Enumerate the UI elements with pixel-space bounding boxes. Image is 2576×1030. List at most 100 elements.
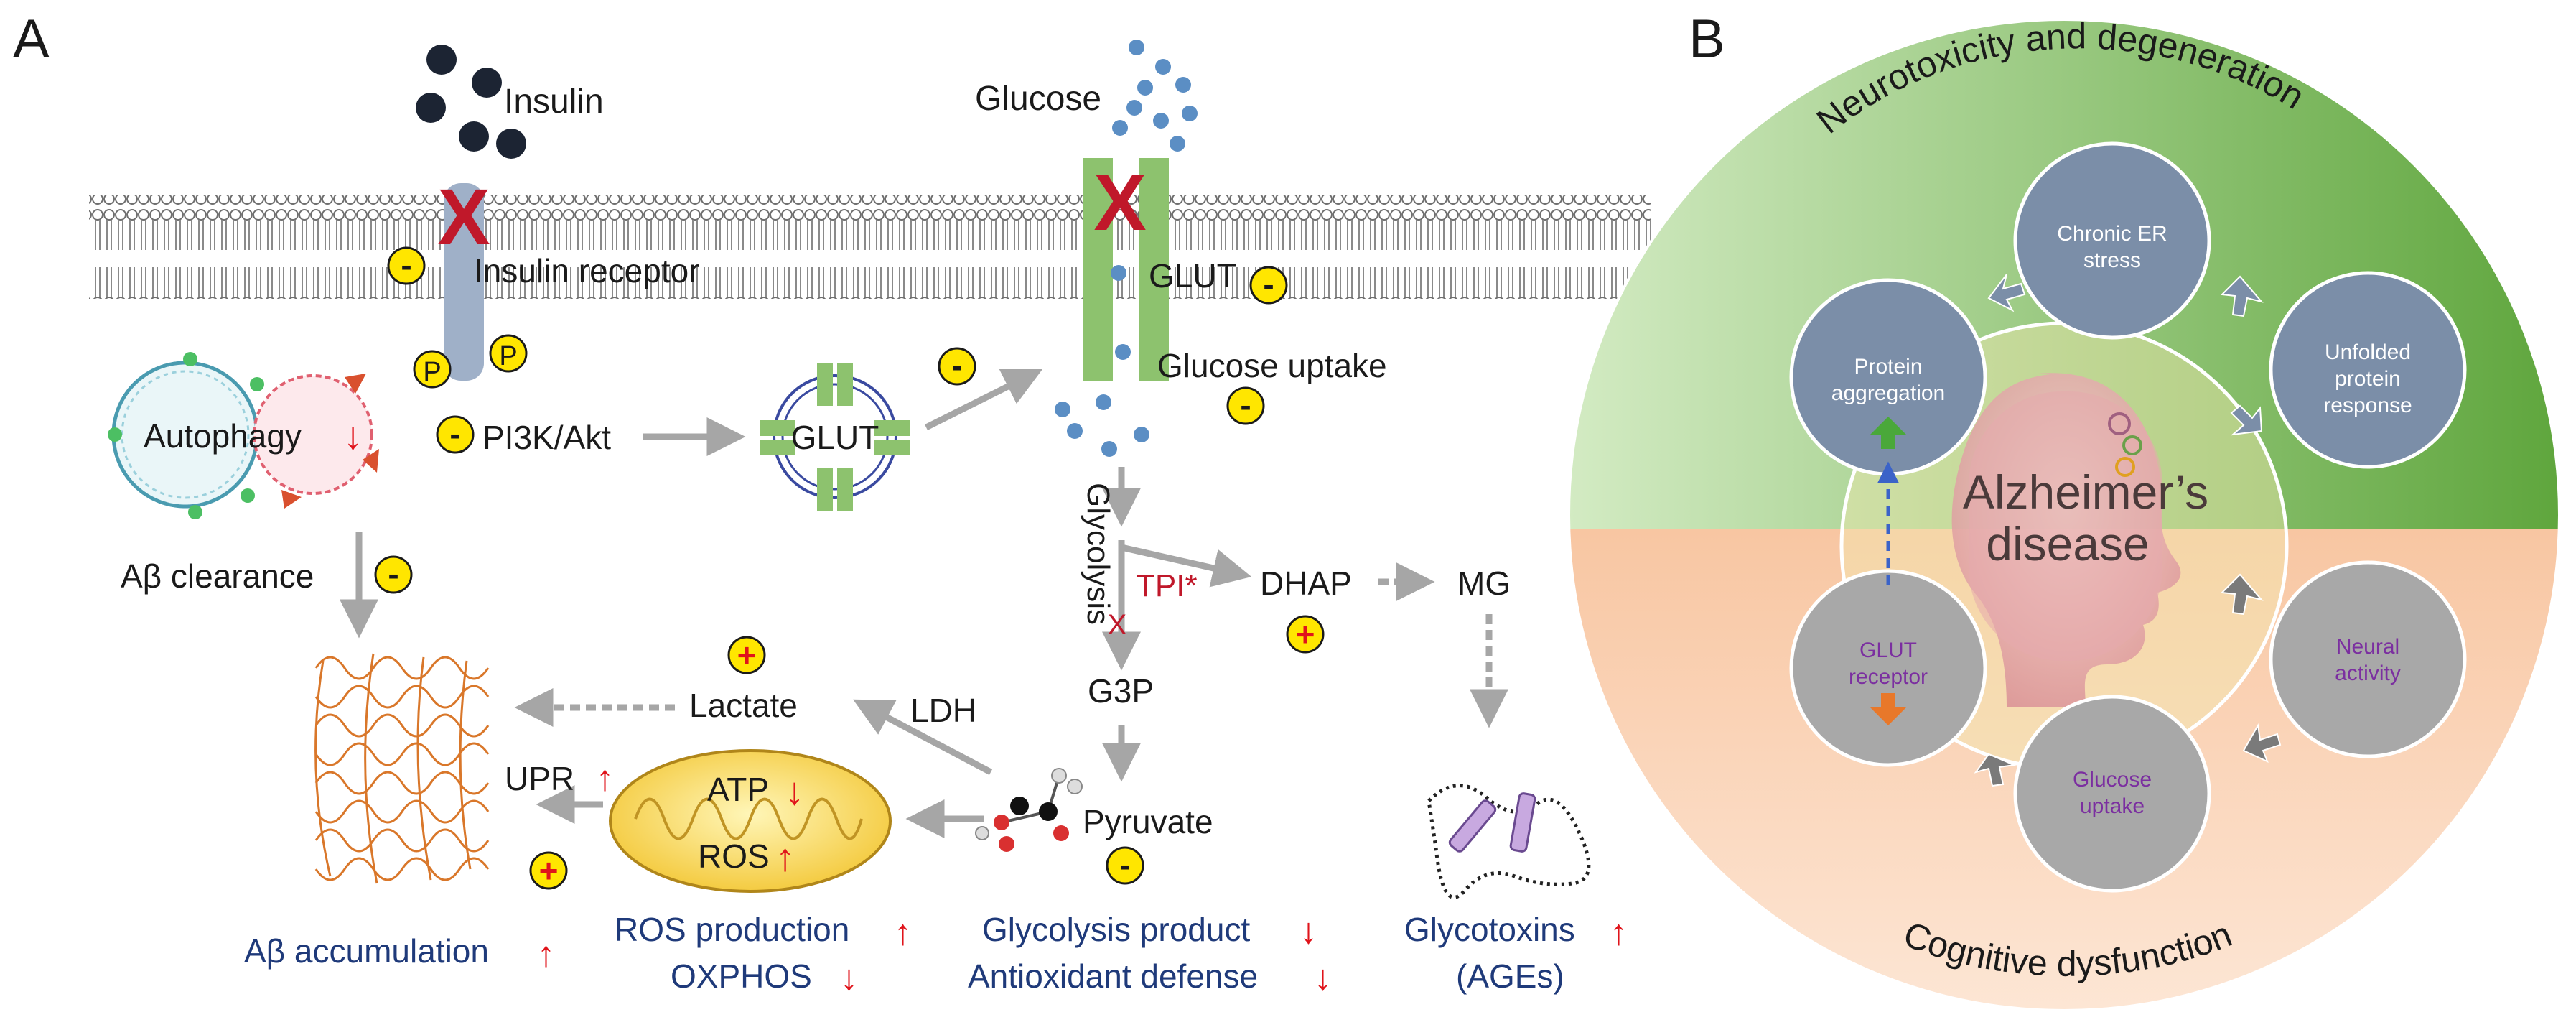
phosphate-badge: P: [489, 334, 528, 373]
svg-text:-: -: [1119, 846, 1130, 883]
tpi-label: TPI*: [1136, 568, 1198, 603]
svg-text:Neural: Neural: [2336, 635, 2399, 659]
caption-glycolysis-product: Glycolysis product: [982, 911, 1250, 948]
glucose-molecules: [1112, 40, 1198, 152]
svg-text:+: +: [539, 852, 559, 889]
atp-label: ATP: [707, 771, 769, 808]
atp-decrease-arrow: ↓: [785, 770, 804, 813]
inhibition-badge: -: [374, 555, 413, 594]
orange-down-arrow-icon: [1870, 693, 1906, 725]
lactate-label: Lactate: [689, 687, 798, 724]
cycle-arrows: [1974, 274, 2282, 787]
inhibition-badge: -: [387, 246, 426, 285]
autophagy-decrease-arrow: ↓: [343, 414, 363, 458]
panel-b-label: B: [1689, 9, 1725, 70]
svg-text:+: +: [737, 636, 757, 674]
pyruvate-label: Pyruvate: [1083, 803, 1213, 840]
ros-label: ROS: [698, 838, 770, 875]
dhap-label: DHAP: [1260, 565, 1352, 602]
caption-antioxidant-defense: Antioxidant defense: [968, 957, 1258, 995]
caption-ros-production: ROS production: [615, 911, 849, 948]
svg-text:+: +: [1296, 616, 1315, 653]
g3p-block-mark: X: [1108, 609, 1127, 641]
insulin-label: Insulin: [504, 83, 604, 121]
inhibition-badge: -: [436, 415, 475, 454]
node-chronic-er-stress: Chronic ER stress: [2013, 141, 2211, 340]
lysosome-markers: [281, 374, 379, 509]
glucose-label: Glucose: [975, 80, 1101, 118]
inhibition-badge: -: [938, 347, 976, 386]
glycolysis-label: Glycolysis: [1081, 483, 1116, 625]
center-title-line2: disease: [1986, 517, 2150, 570]
phosphate-badge: P: [413, 350, 452, 389]
caption-abeta-accumulation: Aβ accumulation: [244, 932, 489, 970]
insulin-receptor: [444, 183, 484, 381]
lysosome: [253, 374, 373, 495]
svg-text:Glucose: Glucose: [2073, 768, 2152, 792]
arrow-pyruvate-to-lactate: [853, 699, 993, 775]
caption-ages: (AGEs): [1456, 957, 1564, 995]
ages-icon: [1427, 784, 1591, 899]
svg-text:P: P: [423, 357, 441, 387]
node-neural-activity: Neural activity: [2269, 560, 2467, 758]
inhibition-badge: -: [1226, 386, 1265, 425]
svg-text:-: -: [401, 246, 411, 284]
node-protein-aggregation: Protein aggregation: [1789, 278, 1987, 476]
node-unfolded-protein-response: Unfolded protein response: [2269, 271, 2467, 469]
svg-text:response: response: [2323, 394, 2412, 417]
caption-glycotoxins: Glycotoxins: [1404, 911, 1575, 948]
svg-text:Protein: Protein: [1854, 355, 1922, 379]
caption-oxphos-decrease: ↓: [840, 957, 858, 998]
g3p-label: G3P: [1088, 672, 1154, 710]
caption-glycotoxins-increase: ↑: [1610, 912, 1628, 952]
svg-text:P: P: [499, 341, 517, 371]
svg-text:Unfolded: Unfolded: [2325, 340, 2411, 364]
autophagy-label: Autophagy: [144, 417, 302, 455]
mg-label: MG: [1457, 565, 1511, 602]
insulin-receptor-block-mark: X: [437, 173, 490, 261]
svg-text:-: -: [388, 555, 398, 593]
glut-vesicle-label: GLUT: [791, 419, 879, 456]
node-glucose-uptake: Glucose uptake: [2013, 695, 2211, 893]
node-glut-receptor: GLUT receptor: [1789, 569, 1987, 767]
panel-a-label: A: [13, 9, 50, 70]
amyloid-beta-aggregate: [314, 653, 490, 884]
svg-text:GLUT: GLUT: [1859, 639, 1917, 662]
svg-text:-: -: [1240, 386, 1251, 424]
cell-membrane: [89, 195, 1651, 299]
caption-ros-increase: ↑: [894, 912, 912, 952]
svg-text:aggregation: aggregation: [1831, 381, 1945, 405]
arrow-vesicle-to-membrane: [924, 368, 1043, 431]
ros-increase-arrow: ↑: [775, 836, 795, 879]
center-title-line1: Alzheimer’s: [1963, 465, 2208, 519]
pi3k-akt-label: PI3K/Akt: [482, 419, 611, 456]
abeta-clearance-label: Aβ clearance: [121, 557, 314, 595]
svg-text:activity: activity: [2335, 662, 2401, 685]
svg-text:-: -: [1263, 266, 1274, 303]
svg-text:uptake: uptake: [2080, 794, 2145, 818]
glut-membrane-label: GLUT: [1149, 257, 1237, 294]
inhibition-badge: -: [1249, 266, 1288, 305]
glut-transporter: [1139, 158, 1169, 381]
svg-text:-: -: [951, 347, 962, 384]
caption-abeta-increase: ↑: [537, 934, 555, 974]
caption-glycolysis-decrease: ↓: [1299, 911, 1317, 951]
gear-icon: [2108, 412, 2142, 477]
glut-vesicle: [773, 374, 897, 499]
activation-badge: +: [1286, 615, 1325, 654]
activation-badge: +: [727, 636, 766, 674]
ldh-label: LDH: [910, 692, 976, 729]
pyruvate-molecule-icon: [975, 768, 1083, 852]
activation-badge: +: [529, 851, 568, 890]
inhibition-badge: -: [1106, 846, 1144, 885]
insulin-molecules: [416, 45, 526, 159]
svg-text:protein: protein: [2335, 367, 2401, 391]
svg-text:Chronic ER: Chronic ER: [2057, 222, 2167, 246]
svg-text:-: -: [449, 415, 460, 453]
green-up-arrow-icon: [1870, 417, 1906, 449]
arrow-to-dhap: [1121, 544, 1252, 588]
upr-increase-arrow: ↑: [596, 758, 614, 798]
glut-block-mark: X: [1093, 159, 1146, 247]
caption-oxphos: OXPHOS: [671, 957, 812, 995]
